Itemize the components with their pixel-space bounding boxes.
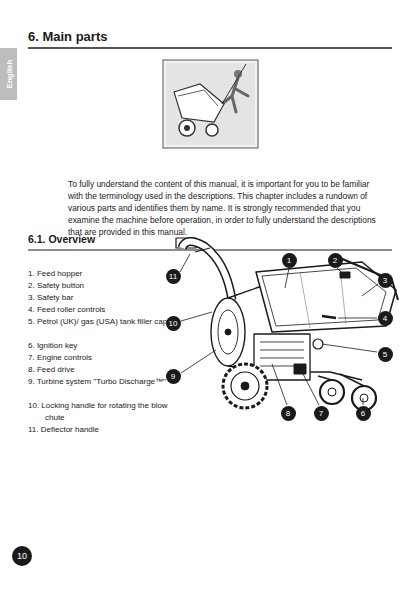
callout-number: 5 xyxy=(378,347,393,362)
callout-number: 9 xyxy=(166,369,181,384)
part-list-item: 6. Ignition key xyxy=(28,340,177,352)
node-text: 10 xyxy=(17,551,27,561)
callout-number: 7 xyxy=(314,406,329,421)
callout-number: 3 xyxy=(378,273,393,288)
callout-number: 4 xyxy=(378,311,393,326)
part-list-item: 3. Safety bar xyxy=(28,292,177,304)
intro-paragraph: To fully understand the content of this … xyxy=(68,178,386,238)
part-list-item: 7. Engine controls xyxy=(28,352,177,364)
page-title: 6. Main parts xyxy=(28,29,107,44)
part-list-item: 8. Feed drive xyxy=(28,364,177,376)
part-list-item: 5. Petrol (UK)/ gas (USA) tank filler ca… xyxy=(28,316,177,328)
part-list-item: 1. Feed hopper xyxy=(28,268,177,280)
callout-number: 10 xyxy=(166,316,181,331)
part-list-item: 10. Locking handle for rotating the blow… xyxy=(28,400,177,424)
callout-number: 11 xyxy=(166,269,181,284)
node-text: 7 xyxy=(319,409,323,418)
page-number: 10 xyxy=(12,546,32,566)
leader-lines xyxy=(180,254,378,405)
node-text: 1 xyxy=(287,256,291,265)
title-rule xyxy=(28,47,392,49)
part-list-item: 11. Deflector handle xyxy=(28,424,177,436)
node-text: 4 xyxy=(383,314,387,323)
part-list-item: 4. Feed roller controls xyxy=(28,304,177,316)
language-tab: English xyxy=(0,48,17,100)
node-text: 8 xyxy=(286,409,290,418)
callout-number: 1 xyxy=(282,253,297,268)
node-text: 10 xyxy=(169,319,178,328)
wood-chipper-illustration xyxy=(176,238,398,410)
chipper-icon xyxy=(163,60,258,148)
node-text: 9 xyxy=(171,372,175,381)
callout-number: 6 xyxy=(356,406,371,421)
callout-number: 8 xyxy=(281,406,296,421)
node-text: 11 xyxy=(169,272,177,281)
node-text: English xyxy=(4,60,13,89)
callout-number: 2 xyxy=(328,253,343,268)
node-text: 3 xyxy=(383,276,387,285)
node-text: 6 xyxy=(361,409,365,418)
node-text: 2 xyxy=(333,256,337,265)
part-list-item: 9. Turbine system "Turbo Discharge™" xyxy=(28,376,177,388)
part-list-item: 2. Safety button xyxy=(28,280,177,292)
node-text: 5 xyxy=(383,350,387,359)
